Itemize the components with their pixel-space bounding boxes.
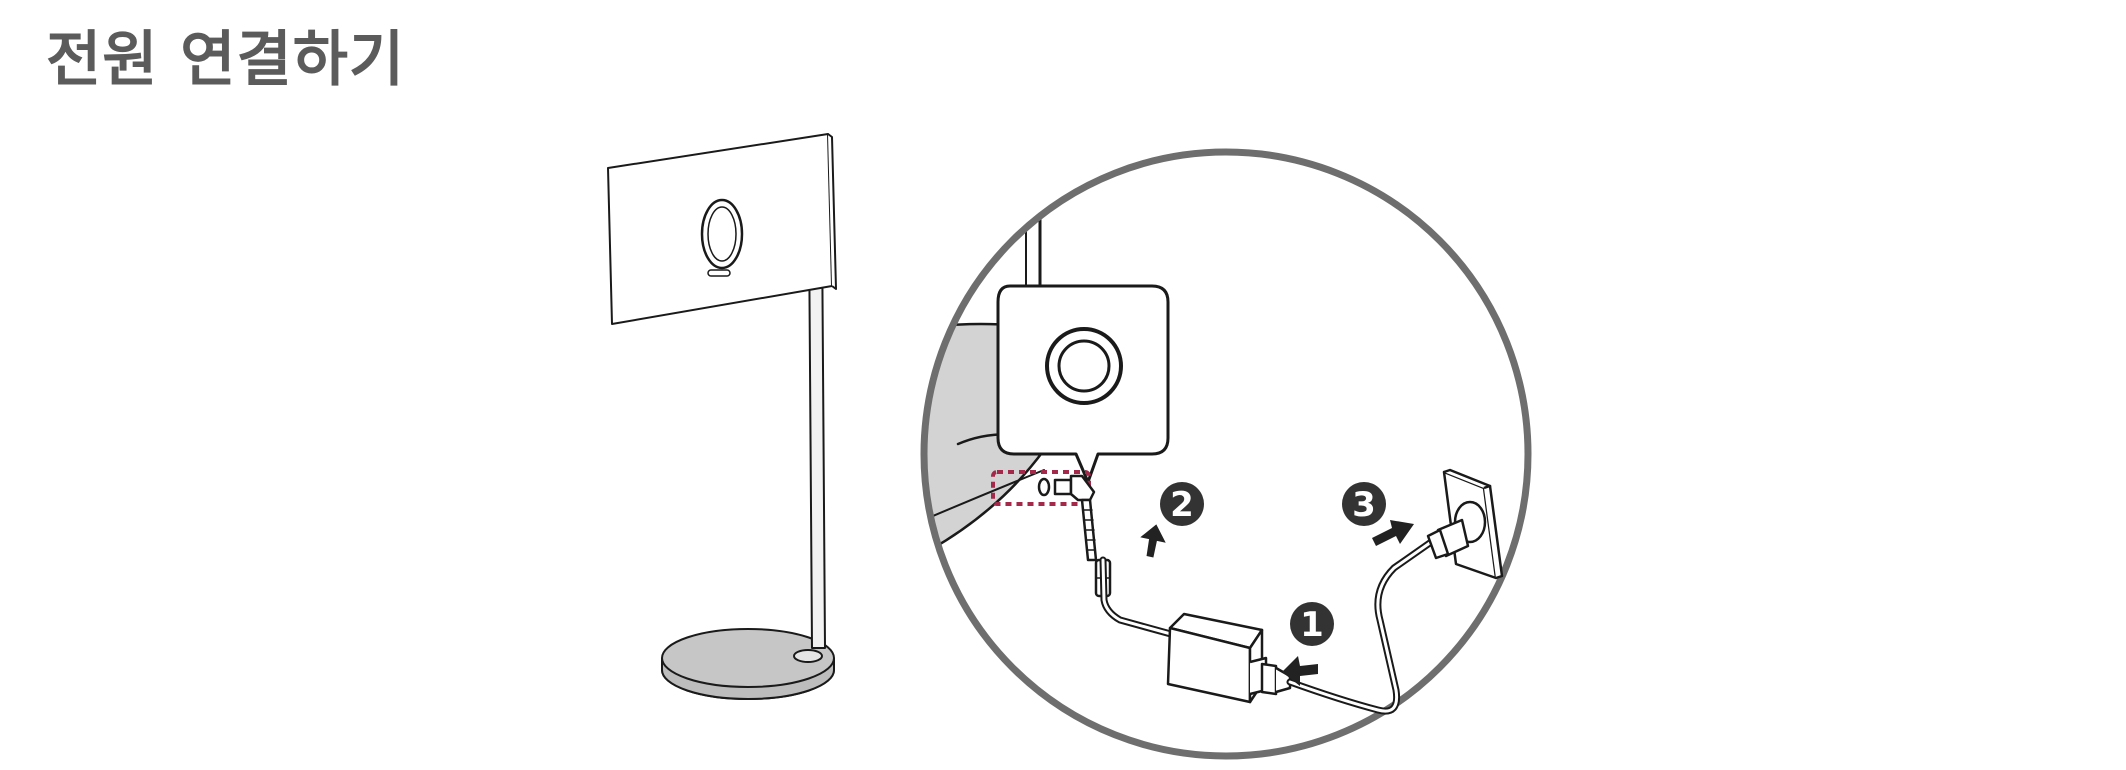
arrow-icon xyxy=(1372,520,1414,546)
arrow-icon xyxy=(1282,656,1318,686)
port-callout xyxy=(996,284,1170,484)
port-highlight xyxy=(991,470,1091,506)
step-badge-3: 3 xyxy=(1342,482,1386,526)
svg-text:3: 3 xyxy=(1352,485,1376,525)
svg-text:2: 2 xyxy=(1170,485,1194,525)
stand-base xyxy=(661,628,835,700)
monitor-stand-figure xyxy=(607,133,837,700)
page-title: 전원 연결하기 xyxy=(46,25,406,95)
wall-outlet-icon xyxy=(1426,468,1504,580)
monitor-panel xyxy=(607,133,837,325)
arrow-icon xyxy=(1140,524,1166,558)
power-port-icon xyxy=(1045,327,1123,405)
svg-text:1: 1 xyxy=(1300,605,1324,645)
step-badge-1: 1 xyxy=(1290,602,1334,646)
dc-cable xyxy=(1101,558,1180,638)
power-adapter-icon xyxy=(1166,612,1292,704)
step-badge-2: 2 xyxy=(1160,482,1204,526)
zoom-circle-border xyxy=(920,148,1532,760)
dc-plug xyxy=(1037,474,1112,598)
ac-cable xyxy=(1288,538,1436,713)
